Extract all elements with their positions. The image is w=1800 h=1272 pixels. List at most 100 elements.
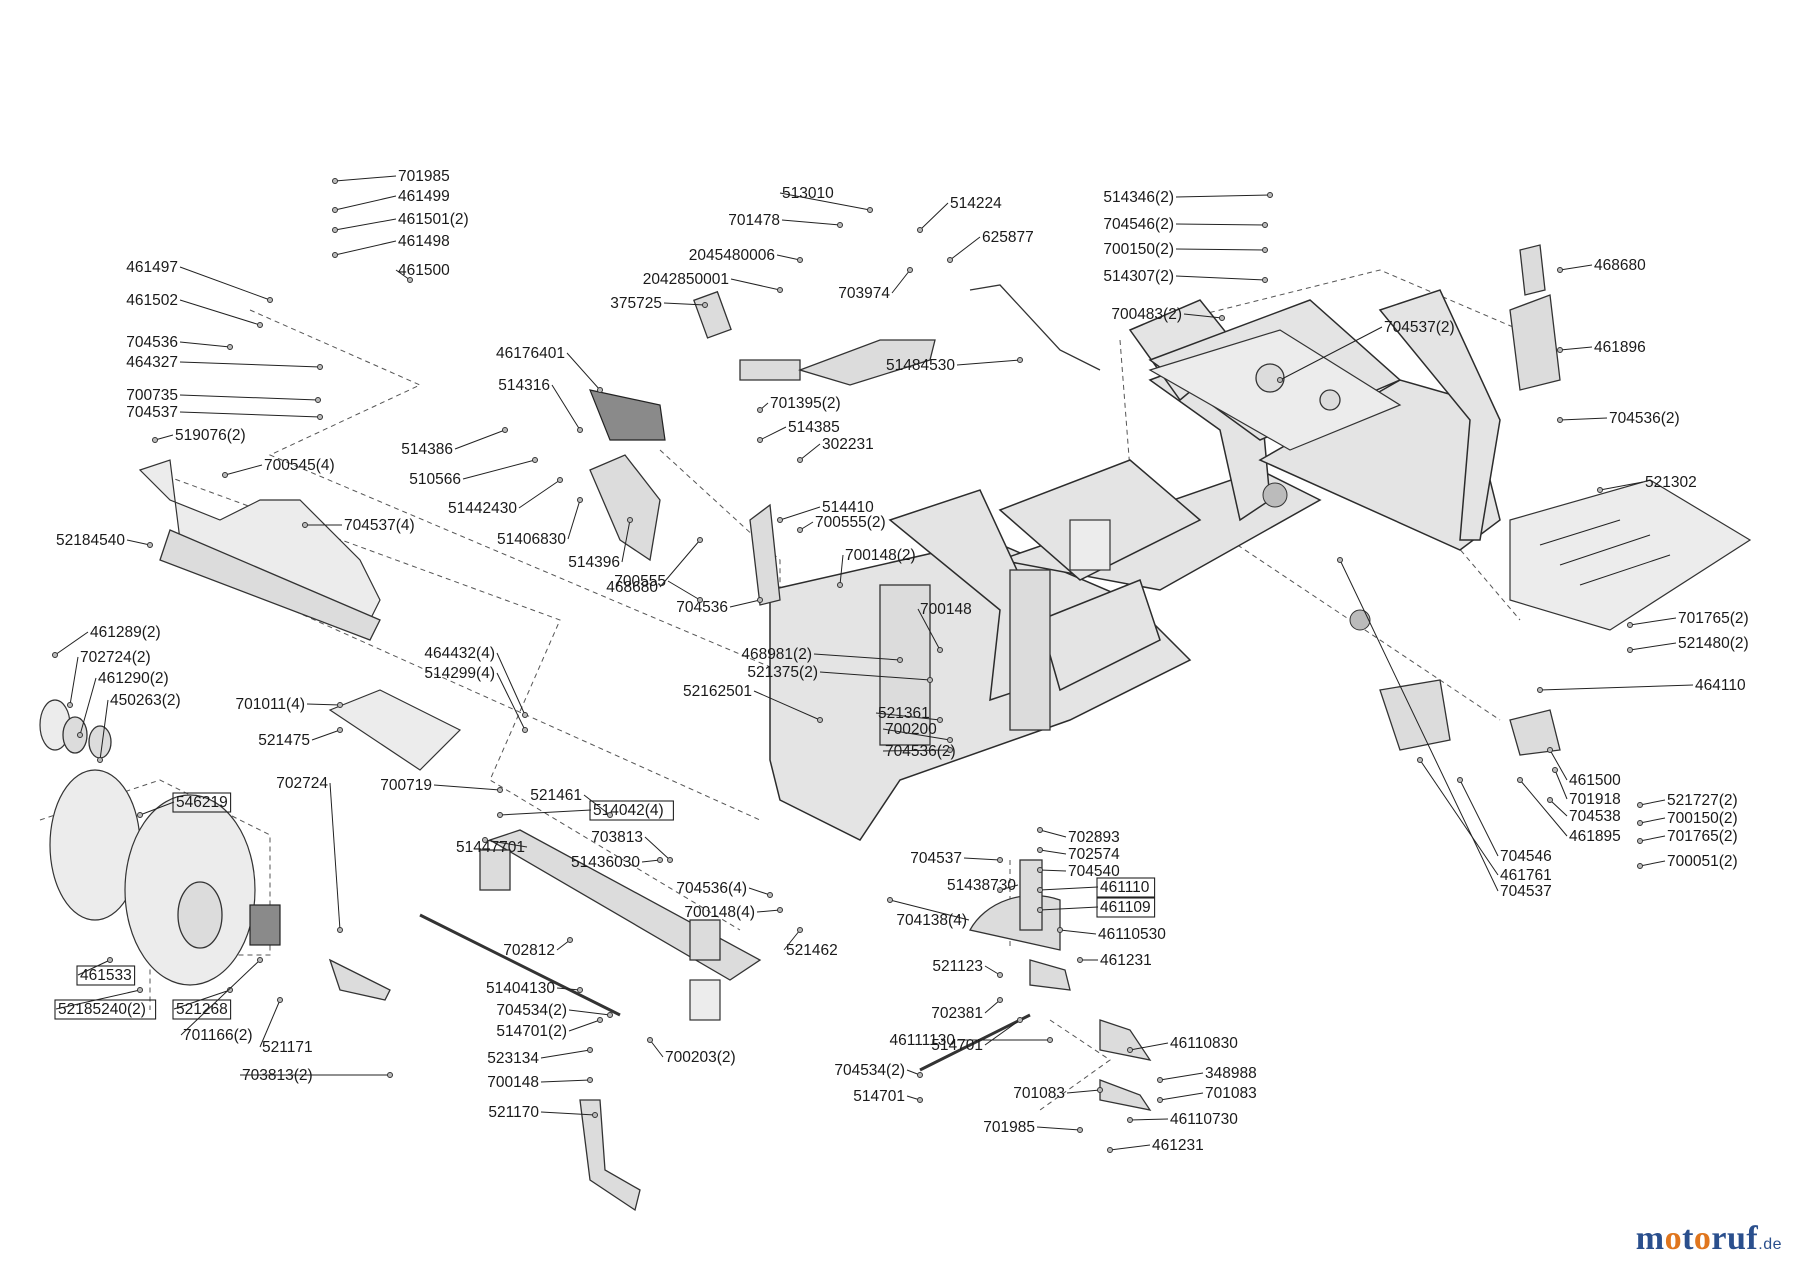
leader-line: [1039, 849, 1067, 855]
part-number-label: 510566: [409, 471, 461, 488]
leader-line: [568, 1019, 601, 1032]
part-number-label: 701765(2): [1678, 610, 1749, 627]
part-number-label: 700203(2): [665, 1049, 736, 1066]
part-number-label: 461290(2): [98, 670, 169, 687]
leader-line: [783, 929, 801, 951]
part-number-label: 700483(2): [1111, 306, 1182, 323]
leader-endpoint: [227, 344, 233, 350]
part-number-label: 703974: [838, 285, 890, 302]
part-number-label: 700148(2): [845, 547, 916, 564]
leader-endpoint: [947, 737, 953, 743]
part-number-label: 521727(2): [1667, 792, 1738, 809]
leader-endpoint: [1267, 192, 1273, 198]
leader-endpoint: [497, 787, 503, 793]
leader-endpoint: [1107, 1147, 1113, 1153]
leader-line: [583, 794, 611, 816]
assembly-guide-lines: [39, 269, 1521, 1111]
leader-endpoint: [1157, 1077, 1163, 1083]
leader-endpoint: [797, 527, 803, 533]
seat-platform: [1148, 329, 1402, 451]
leader-endpoint: [1262, 247, 1268, 253]
part-number-label: 704537(4): [344, 517, 415, 534]
leader-line: [329, 782, 341, 931]
leader-endpoint: [502, 427, 508, 433]
leader-endpoint: [315, 397, 321, 403]
leader-endpoint: [587, 1077, 593, 1083]
leader-line: [1629, 617, 1677, 626]
part-number-label: 704537(2): [1384, 319, 1455, 336]
leader-line: [462, 459, 536, 480]
leader-endpoint: [147, 542, 153, 548]
part-number-label: 700150(2): [1667, 810, 1738, 827]
leader-line: [259, 999, 281, 1048]
part-number-label: 625877: [982, 229, 1034, 246]
leader-endpoint: [522, 712, 528, 718]
leader-endpoint: [947, 747, 953, 753]
leader-line: [1639, 860, 1666, 867]
part-number-label: 514701: [931, 1037, 983, 1054]
leader-endpoint: [332, 252, 338, 258]
leader-endpoint: [607, 1012, 613, 1018]
leader-line: [154, 434, 174, 441]
part-number-label: 700555: [614, 573, 666, 590]
part-number-label: 702381: [931, 1005, 983, 1022]
leader-line: [433, 784, 501, 791]
part-number-label: 461497: [126, 259, 178, 276]
leader-endpoint: [777, 907, 783, 913]
part-number-label: 700148: [920, 601, 972, 618]
part-number-label: 700150(2): [1103, 241, 1174, 258]
part-number-label: 461500: [398, 262, 450, 279]
leader-line: [126, 539, 151, 546]
part-number-label: 514386: [401, 441, 453, 458]
part-number-label: 514224: [950, 195, 1002, 212]
part-number-label: 704536(2): [885, 743, 956, 760]
leader-endpoint: [337, 727, 343, 733]
leader-line: [567, 499, 581, 540]
part-number-label: 514701: [853, 1088, 905, 1105]
part-number-label: 52184540: [56, 532, 125, 549]
leader-endpoint: [577, 497, 583, 503]
leader-endpoint: [1127, 1117, 1133, 1123]
leader-endpoint: [592, 1112, 598, 1118]
leader-endpoint: [777, 287, 783, 293]
part-number-label: 702574: [1068, 846, 1120, 863]
leader-endpoint: [267, 297, 273, 303]
part-number-label: 704536(2): [1609, 410, 1680, 427]
leader-line: [179, 411, 321, 418]
part-number-label: 704536: [126, 334, 178, 351]
part-number-label: 704138(4): [896, 912, 967, 929]
part-number-label: 700735: [126, 387, 178, 404]
part-number-label: 704537: [1500, 883, 1552, 900]
leader-endpoint: [817, 717, 823, 723]
leader-endpoint: [387, 1072, 393, 1078]
leader-endpoint: [577, 987, 583, 993]
part-number-label: 302231: [822, 436, 874, 453]
leader-endpoint: [797, 257, 803, 263]
part-number-label: 521462: [786, 942, 838, 959]
leader-line: [917, 608, 941, 651]
leader-endpoint: [697, 597, 703, 603]
logo-part: o: [1664, 1220, 1683, 1257]
leader-endpoint: [1557, 267, 1563, 273]
part-number-label: 702724(2): [80, 649, 151, 666]
leader-line: [1339, 559, 1499, 892]
leader-line: [621, 519, 631, 563]
leader-line: [1109, 1144, 1151, 1151]
leader-line: [224, 464, 263, 476]
part-number-label: 51447701: [456, 839, 525, 856]
leader-line: [1599, 481, 1644, 491]
part-number-label: 704537: [126, 404, 178, 421]
leader-line: [1183, 313, 1223, 319]
leader-endpoint: [1637, 863, 1643, 869]
part-number-label: 701478: [728, 212, 780, 229]
part-number-label: 52185240(2): [58, 1001, 146, 1018]
part-number-label: 2045480006: [689, 247, 775, 264]
leader-endpoint: [837, 222, 843, 228]
leader-line: [1559, 346, 1593, 351]
leader-endpoint: [997, 972, 1003, 978]
part-label-box: [76, 965, 136, 986]
part-number-label: 461501(2): [398, 211, 469, 228]
part-number-label: 461500: [1569, 772, 1621, 789]
leader-line: [54, 631, 89, 656]
leader-endpoint: [937, 647, 943, 653]
